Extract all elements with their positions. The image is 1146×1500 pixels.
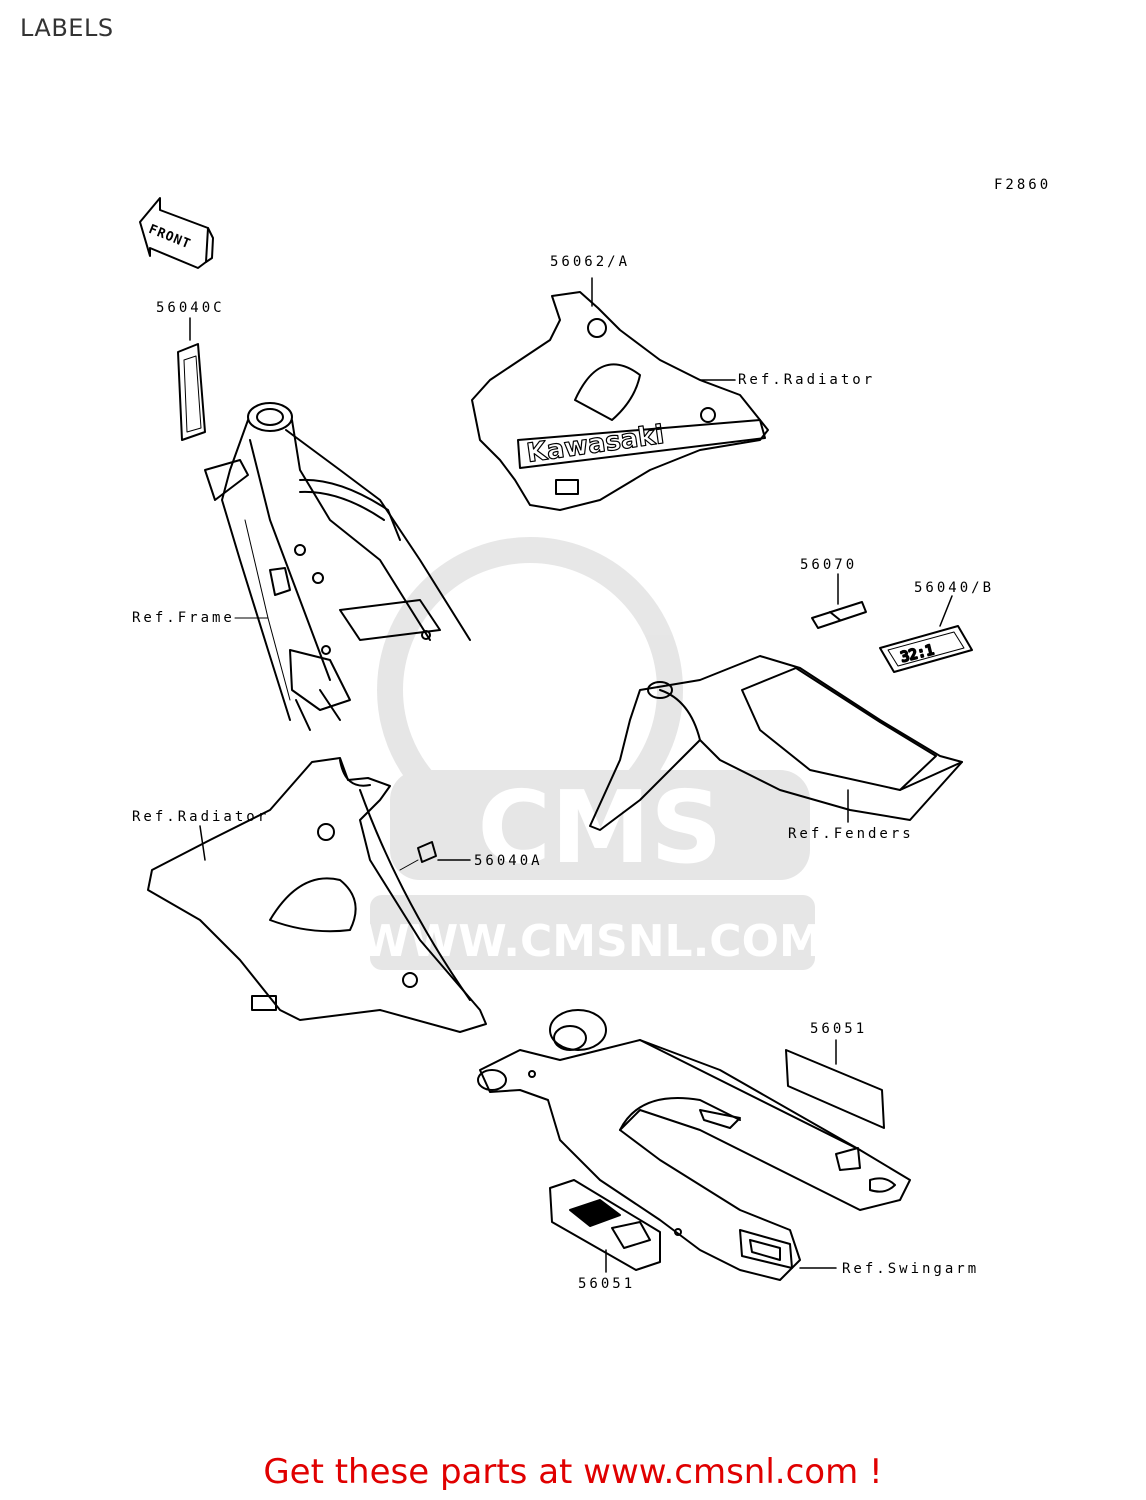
- footer-link[interactable]: Get these parts at www.cmsnl.com !: [263, 1452, 883, 1492]
- callout-56040c: 56040C: [156, 300, 225, 316]
- page-title: LABELS: [20, 14, 114, 42]
- rear-fender-drawing: [589, 655, 963, 831]
- callout-56040a: 56040A: [474, 853, 543, 869]
- callout-ref-fenders: Ref.Fenders: [788, 826, 914, 842]
- callout-56040b: 56040/B: [914, 580, 995, 596]
- decal-56051-bottom: [549, 1179, 661, 1271]
- radiator-shroud-top-drawing: [471, 291, 769, 511]
- callout-ref-radiator-left: Ref.Radiator: [132, 809, 270, 825]
- callout-56070: 56070: [800, 557, 858, 573]
- callout-56051-top: 56051: [810, 1021, 868, 1037]
- shroud-brand-decal: Kawasaki: [525, 420, 666, 469]
- frame-drawing: [204, 402, 471, 731]
- callout-ref-frame: Ref.Frame: [132, 610, 235, 626]
- callout-56051-bottom: 56051: [578, 1276, 636, 1292]
- diagram-code: F2860: [994, 177, 1052, 193]
- callout-ref-swingarm: Ref.Swingarm: [842, 1261, 980, 1277]
- swingarm-drawing: [477, 1009, 911, 1281]
- decal-56070: [811, 601, 867, 629]
- decal-56051-top: [785, 1049, 885, 1129]
- watermark-brand: CMS: [478, 769, 723, 886]
- decal-56040a: [417, 841, 437, 863]
- radiator-shroud-left-drawing: [147, 757, 487, 1033]
- callout-ref-radiator-top: Ref.Radiator: [738, 372, 876, 388]
- decal-56040c: [177, 343, 206, 441]
- watermark-url: WWW.CMSNL.COM: [361, 916, 823, 967]
- front-arrow-icon: [139, 197, 214, 269]
- decal-56040b: [879, 625, 973, 673]
- callout-56062a: 56062/A: [550, 254, 631, 270]
